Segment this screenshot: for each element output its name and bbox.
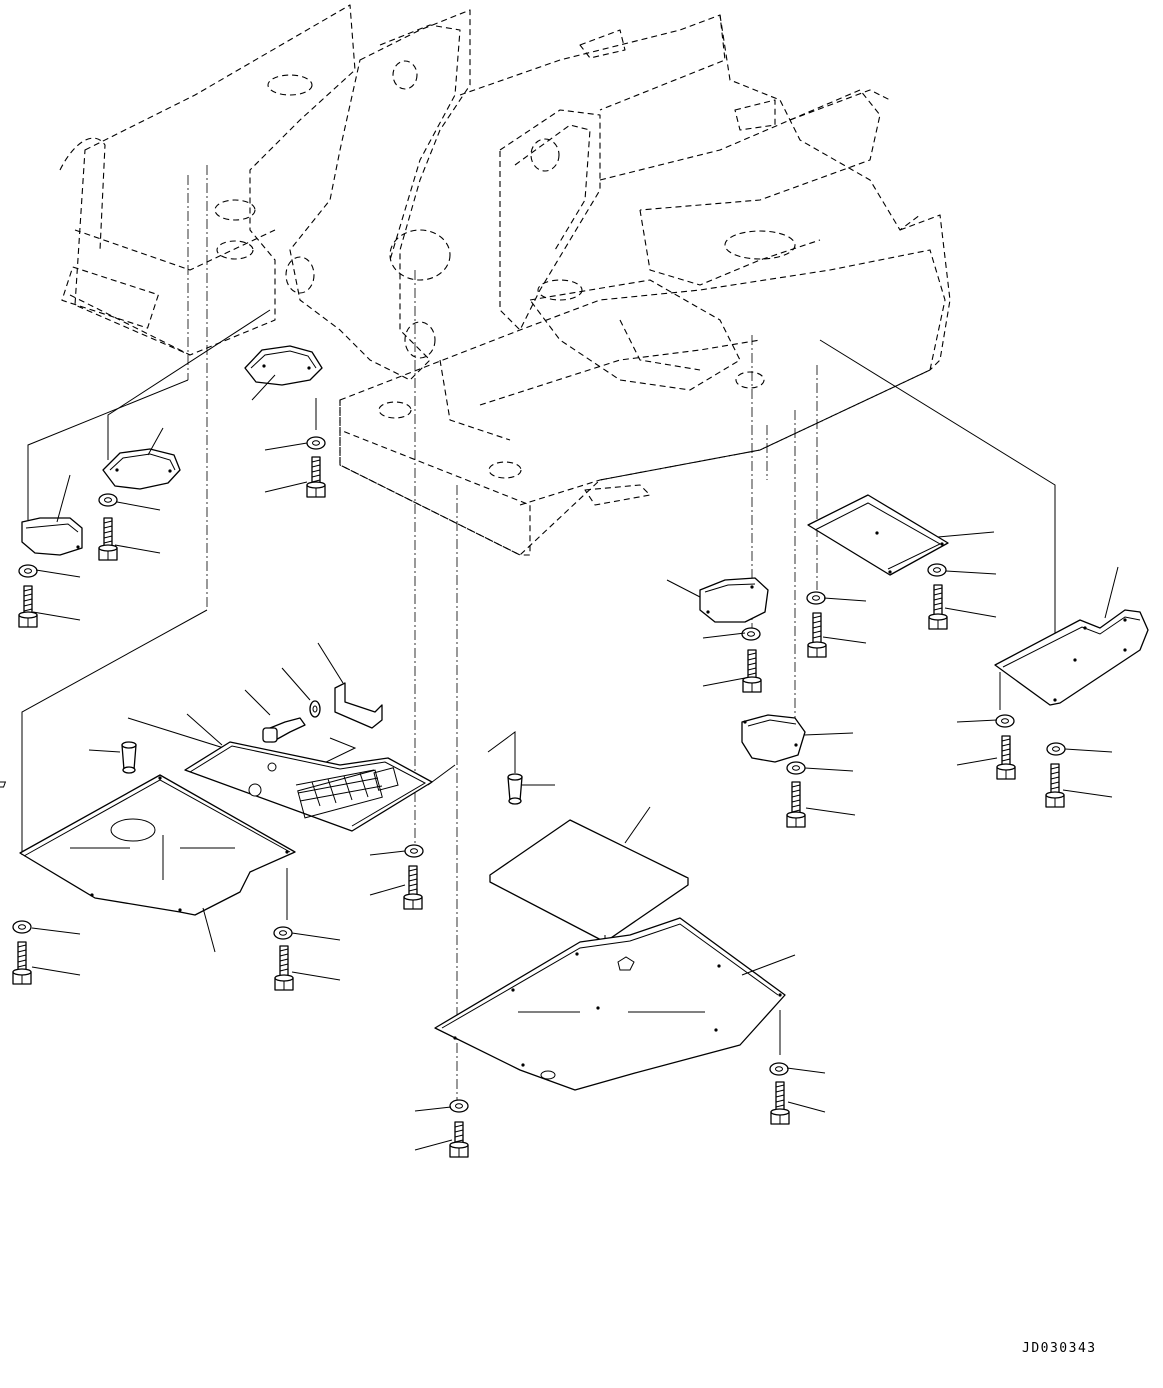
callout-leader — [946, 571, 996, 574]
hex-bolt — [808, 613, 826, 657]
hex-bolt — [307, 457, 325, 497]
washer — [996, 715, 1014, 727]
callout-leader — [415, 1107, 451, 1111]
washer — [13, 921, 31, 933]
washer-group — [13, 437, 1065, 1112]
washer — [742, 628, 760, 640]
floor-pad — [490, 820, 688, 942]
callout-leader — [742, 955, 795, 975]
callout-leader — [788, 1102, 825, 1112]
callout-leader — [824, 598, 866, 601]
callout-leader — [957, 720, 997, 722]
callout-leader-group — [32, 375, 1118, 1150]
instruction-plate — [0, 742, 432, 831]
callout-leader — [57, 475, 70, 522]
callout-leader — [703, 633, 745, 638]
callout-leader — [33, 612, 80, 620]
hex-bolt — [19, 586, 37, 627]
washer — [807, 592, 825, 604]
spacer-pin-left — [122, 742, 136, 773]
callout-leader — [89, 750, 120, 752]
under-cover-left — [20, 775, 295, 915]
callout-leader — [32, 967, 80, 975]
access-plate-right — [808, 495, 948, 575]
callout-leader — [265, 443, 307, 450]
callout-leader — [32, 928, 80, 934]
washer — [19, 565, 37, 577]
hex-bolt — [929, 585, 947, 629]
revolving-frame-outline — [60, 5, 950, 555]
callout-leader — [148, 428, 163, 455]
hex-bolt — [1046, 764, 1064, 807]
callout-leader — [370, 851, 405, 855]
callout-leader — [203, 908, 215, 952]
washer — [450, 1100, 468, 1112]
assembly-centerlines — [188, 165, 817, 1100]
callout-leader — [703, 678, 745, 686]
mounting-bracket — [335, 683, 382, 728]
callout-leader — [667, 580, 700, 597]
flange-bolt — [263, 718, 305, 742]
callout-leader — [1063, 790, 1112, 797]
drawing-code: JD030343 — [1022, 1341, 1097, 1356]
spacer-pin-right — [508, 774, 522, 804]
callout-leader — [415, 1140, 452, 1150]
round-cover-lower-right — [742, 715, 805, 762]
callout-leader — [292, 933, 340, 940]
callout-leader — [370, 885, 405, 895]
callout-leader — [36, 570, 80, 577]
callout-leader — [292, 972, 340, 980]
round-cover-right — [700, 578, 768, 622]
callout-leader — [957, 758, 997, 765]
side-cover-right — [995, 610, 1148, 705]
callout-leader — [187, 714, 222, 745]
callout-leader — [804, 733, 853, 735]
callout-leader — [117, 502, 160, 510]
callout-leader — [282, 668, 310, 700]
callout-leader — [318, 643, 343, 683]
callout-leader — [945, 608, 996, 617]
hex-bolt — [787, 782, 805, 827]
hex-bolt — [997, 736, 1015, 779]
plate-symbol-grid — [0, 768, 398, 818]
callout-leader — [806, 808, 855, 815]
hex-bolt — [771, 1082, 789, 1124]
washer — [770, 1063, 788, 1075]
hex-bolt — [450, 1122, 468, 1157]
callout-leader — [805, 768, 853, 771]
bolt-group — [13, 457, 1064, 1157]
callout-leader — [625, 807, 650, 843]
hex-bolt — [404, 866, 422, 909]
round-cover-upper — [245, 346, 322, 385]
hex-bolt — [13, 942, 31, 984]
callout-leader — [245, 690, 270, 715]
callout-leader — [265, 482, 307, 492]
callout-leader — [787, 1068, 825, 1073]
under-cover-center — [435, 918, 785, 1090]
washer — [405, 845, 423, 857]
callout-leader — [1105, 567, 1118, 618]
hex-bolt — [743, 650, 761, 692]
washer — [274, 927, 292, 939]
washer — [1047, 743, 1065, 755]
callout-leader — [938, 532, 994, 537]
washer — [307, 437, 325, 449]
washer — [787, 762, 805, 774]
callout-leader — [1065, 749, 1112, 752]
callout-leader — [115, 545, 160, 553]
washer — [928, 564, 946, 576]
washer-bracket — [310, 701, 320, 717]
washer — [99, 494, 117, 506]
round-cover-left — [22, 518, 82, 555]
round-cover-middle — [103, 449, 180, 489]
callout-leader — [823, 637, 866, 643]
hex-bolt — [275, 946, 293, 990]
hex-bolt — [99, 518, 117, 560]
callout-leader — [252, 375, 275, 400]
